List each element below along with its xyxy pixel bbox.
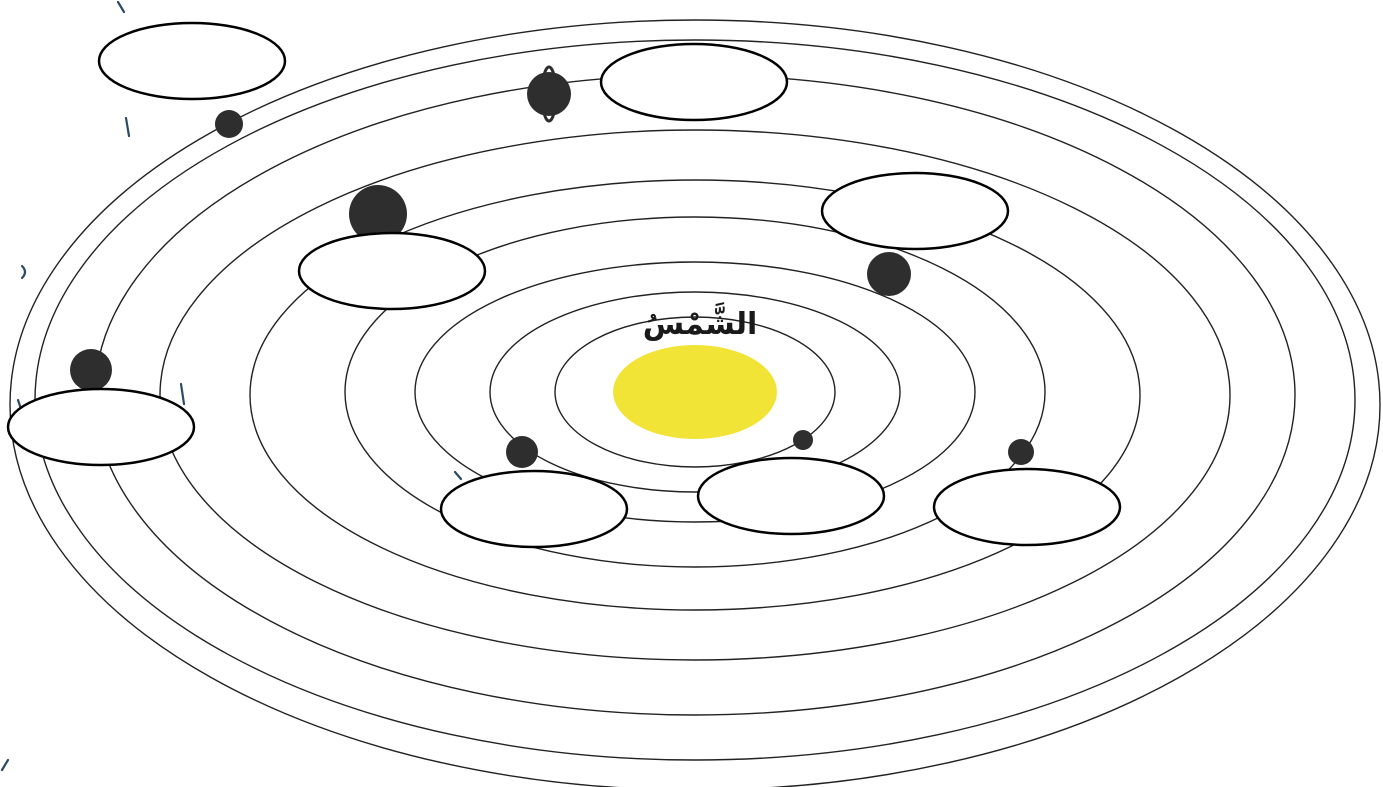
- planet-saturn: [527, 67, 571, 121]
- sun-label: الشَّمْسُ: [643, 302, 758, 342]
- planet-uranus: [215, 110, 243, 138]
- stray-mark-5: [2, 760, 8, 770]
- stray-mark-1: [126, 118, 129, 136]
- planet-venus: [506, 436, 538, 468]
- planets: [70, 67, 1034, 468]
- planet-neptune: [70, 349, 112, 391]
- label-box-jupiter[interactable]: [299, 233, 485, 309]
- label-box-neptune[interactable]: [8, 389, 194, 465]
- stray-mark-7: [455, 472, 461, 479]
- stray-mark-3: [181, 384, 184, 404]
- label-box-uranus[interactable]: [99, 23, 285, 99]
- planet-mars: [867, 252, 911, 296]
- label-box-earth[interactable]: [934, 469, 1120, 545]
- stray-mark-2: [22, 266, 25, 278]
- planet-earth: [1008, 439, 1034, 465]
- label-box-venus[interactable]: [441, 471, 627, 547]
- sun: [613, 345, 777, 439]
- label-box-mars[interactable]: [822, 173, 1008, 249]
- label-box-saturn[interactable]: [601, 44, 787, 120]
- label-box-mercury[interactable]: [698, 458, 884, 534]
- planet-mercury: [793, 430, 813, 450]
- stray-mark-6: [118, 2, 124, 12]
